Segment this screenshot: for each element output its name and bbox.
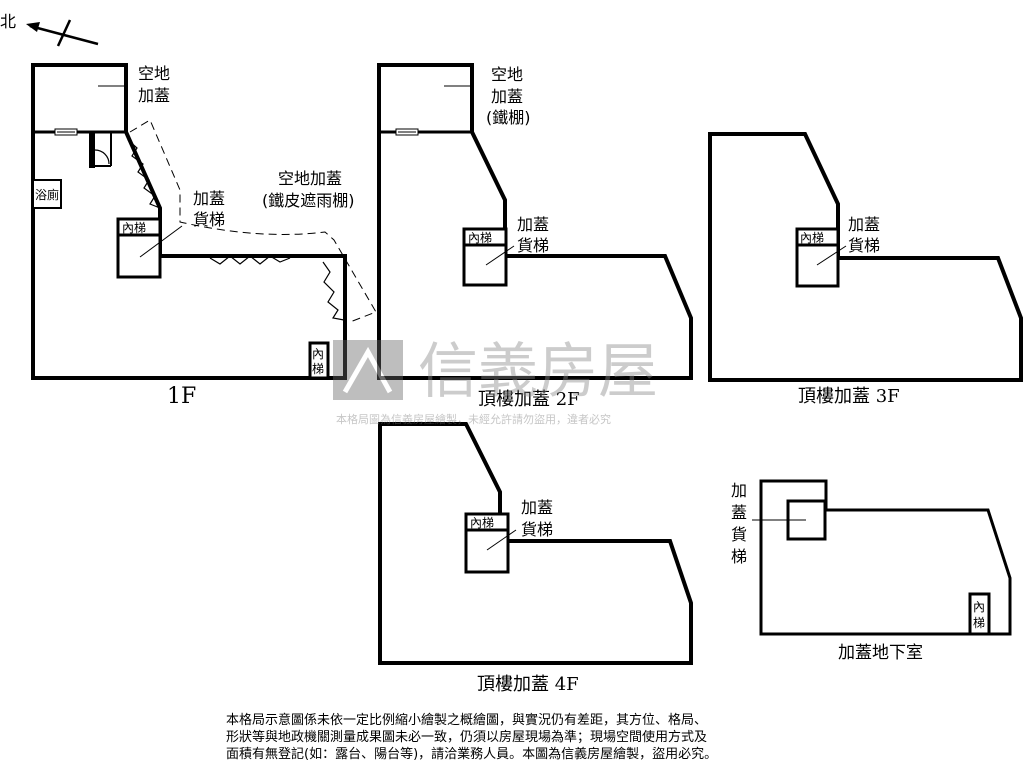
f1-inner-stair [308,341,330,380]
b1-elevator-label-2: 蓋 [731,503,747,522]
floor-basement-outline [759,479,1012,636]
floor-4f-outline [378,422,693,665]
f1-inner-stair-label-2: 梯 [312,362,324,376]
f1-elevator-label-2: 貨梯 [193,210,225,229]
floor-4f: 內梯 加蓋 貨梯 頂樓加蓋 4F [378,422,693,695]
floor-2f-title: 頂樓加蓋 2F [478,389,580,410]
disclaimer-line-3: 面積有無登記(如：露台、陽台等)，請洽業務人員。本圖為信義房屋繪製，盜用必究。 [226,747,718,762]
b1-stair-label-2: 梯 [973,616,985,630]
f3-stair-label: 內梯 [800,231,824,245]
f1-elevator-box [116,233,162,279]
f4-elevator-label-2: 貨梯 [521,520,553,539]
disclaimer: 本格局示意圖係未依一定比例縮小繪製之概繪圖，與實況仍有差距，其方位、格局、 形狀… [226,712,806,763]
bathroom-label: 浴廁 [35,187,59,202]
disclaimer-line-2: 形狀等與地政機關測量成果圖未必一致，仍須以房屋現場為準；現場空間使用方式及 [226,730,708,745]
f1-inner-stair-label-1: 內 [312,347,324,361]
f4-elevator-box [464,528,510,574]
f2-elevator-box [462,243,508,287]
floor-1f-outline [31,63,347,380]
floor-4f-title: 頂樓加蓋 4F [477,674,579,695]
b1-inner-stair [968,592,991,636]
b1-elevator-label-4: 梯 [731,547,747,566]
floor-basement-title: 加蓋地下室 [838,643,923,663]
b1-elevator-label-3: 貨 [731,525,747,544]
f1-canopy-label-1: 空地加蓋 [278,169,342,188]
f4-elevator-label-1: 加蓋 [521,498,553,517]
f3-elevator-label-2: 貨梯 [848,236,880,255]
f2-elevator-label-1: 加蓋 [517,215,549,234]
f1-elevator-label-1: 加蓋 [193,189,225,208]
f1-roof-label-2: 加蓋 [138,86,170,105]
watermark-logo [333,340,403,400]
f1-canopy-label-2: (鐵皮遮雨棚) [262,191,355,210]
f3-elevator-box [795,243,840,288]
watermark-notice: 本格局圖為信義房屋繪製，未經允許請勿盜用，違者必究 [336,412,611,426]
b1-stair-label-1: 內 [973,600,985,614]
f2-stair-label: 內梯 [468,231,492,245]
b1-elevator-label-1: 加 [731,481,747,500]
bathroom [32,179,62,209]
floor-2f-outline [377,63,693,380]
f3-elevator-label-1: 加蓋 [848,215,880,234]
f2-elevator-label-2: 貨梯 [517,236,549,255]
north-compass: 北 [0,12,99,47]
watermark-brand: 信義房屋 [418,337,658,407]
floor-2f: 空地 加蓋 (鐵棚) 內梯 加蓋 貨梯 頂樓加蓋 2F [377,63,693,410]
north-label: 北 [0,12,16,31]
floor-1f: 浴廁 內梯 加蓋 貨梯 空地 加蓋 空地加蓋 (鐵皮遮雨棚) 內 梯 1F [31,63,377,409]
b1-elevator-box [786,499,827,541]
floor-3f: 內梯 加蓋 貨梯 頂樓加蓋 3F [708,132,1023,407]
f4-stair-label: 內梯 [470,516,494,530]
disclaimer-line-1: 本格局示意圖係未依一定比例縮小繪製之概繪圖，與實況仍有差距，其方位、格局、 [226,713,708,728]
f2-roof-label-2: 加蓋 [491,87,523,106]
floor-3f-title: 頂樓加蓋 3F [798,386,900,407]
watermark: 信義房屋 本格局圖為信義房屋繪製，未經允許請勿盜用，違者必究 [333,337,658,426]
f2-roof-label-1: 空地 [491,65,523,84]
floor-basement: 加 蓋 貨 梯 內 梯 加蓋地下室 [731,479,1012,663]
floor-3f-outline [708,132,1023,382]
f2-roof-label-3: (鐵棚) [486,108,531,127]
floor-1f-title: 1F [167,384,196,409]
f1-roof-label-1: 空地 [138,64,170,83]
f1-stair-label: 內梯 [122,221,146,235]
